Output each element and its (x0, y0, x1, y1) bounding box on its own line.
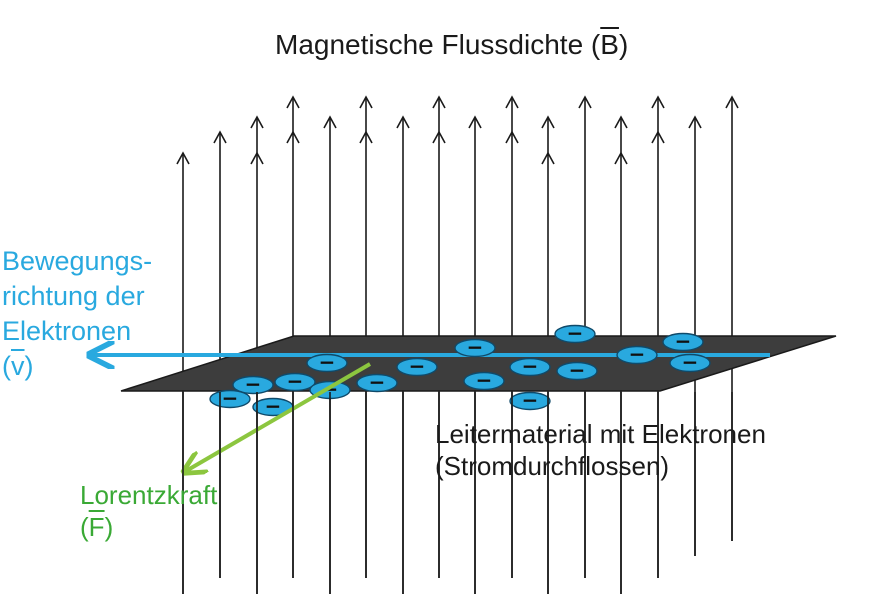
electron-minus-sign: − (245, 372, 262, 396)
electron-minus-sign: − (265, 394, 282, 418)
electron-minus-sign: − (369, 370, 386, 394)
electron-13: − (232, 372, 274, 396)
conductor-label-line1: Leitermaterial mit Elektronen (435, 419, 766, 449)
lorentz-force-arrow (186, 362, 372, 471)
electron-11: − (356, 370, 398, 394)
electron-minus-sign: − (287, 369, 304, 393)
electron-17: − (252, 394, 294, 418)
electron-4: − (616, 342, 658, 366)
electron-minus-sign: − (567, 321, 584, 345)
electron-minus-sign: − (319, 350, 336, 374)
velocity-label-line2: richtung der (2, 281, 145, 311)
electron-16: − (509, 388, 551, 412)
electron-6: − (669, 350, 711, 374)
electron-minus-sign: − (522, 354, 539, 378)
electron-1: − (554, 321, 596, 345)
electron-minus-sign: − (522, 388, 539, 412)
electron-minus-sign: − (476, 368, 493, 392)
electron-7: − (396, 354, 438, 378)
lorentz-force-label-line1: Lorentzkraft (80, 480, 218, 510)
electron-5: − (306, 350, 348, 374)
lorentz-force-label: Lorentzkraft (F) (80, 479, 217, 543)
electron-9: − (556, 358, 598, 382)
electron-2: − (662, 329, 704, 353)
electron-12: − (463, 368, 505, 392)
electron-3: − (454, 335, 496, 359)
electrons: −−−−−−−−−−−−−−−−− (209, 321, 711, 418)
electron-minus-sign: − (467, 335, 484, 359)
magnetic-flux-title: Magnetische Flussdichte (B) (275, 29, 629, 60)
field-lines-front (182, 392, 733, 594)
electron-minus-sign: − (222, 386, 239, 410)
electron-8: − (509, 354, 551, 378)
velocity-symbol: (v) (2, 351, 34, 381)
conductor-label-line2: (Stromdurchflossen) (435, 451, 670, 481)
electron-minus-sign: − (409, 354, 426, 378)
velocity-label-line3: Elektronen (2, 316, 132, 346)
velocity-label: Bewegungs- richtung der Elektronen (v) (2, 244, 152, 384)
conductor-label: Leitermaterial mit Elektronen (Stromdurc… (435, 418, 766, 482)
electron-minus-sign: − (682, 350, 699, 374)
electron-minus-sign: − (629, 342, 646, 366)
electron-10: − (274, 369, 316, 393)
force-symbol: (F) (80, 512, 114, 542)
electron-minus-sign: − (675, 329, 692, 353)
electron-minus-sign: − (569, 358, 586, 382)
velocity-label-line1: Bewegungs- (2, 246, 153, 276)
